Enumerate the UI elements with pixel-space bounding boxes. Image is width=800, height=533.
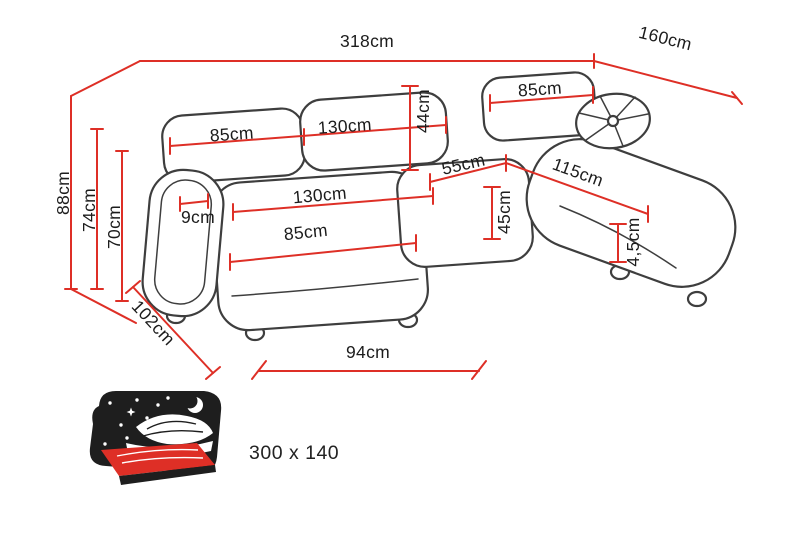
dim-ticks	[125, 280, 221, 380]
mattress-surface	[101, 443, 215, 476]
dim-label-armrest-width: 9cm	[181, 207, 215, 227]
dim-ticks	[169, 116, 447, 155]
chaise-longue	[525, 138, 737, 288]
dim-armrest-height: 70cm	[104, 150, 129, 302]
seat-seam	[231, 278, 419, 297]
dim-seat-width: 130cm	[232, 183, 434, 221]
dim-back-cushion-right: 85cm	[489, 77, 594, 112]
dim-chaise-depth: 160cm	[593, 22, 743, 105]
dim-leg-height: 4,5cm	[609, 217, 643, 267]
bolster-pillow	[575, 92, 651, 150]
dim-label-back-cushion-right: 85cm	[517, 77, 562, 100]
mattress-front-edge	[119, 465, 216, 485]
dim-label-armrest-height: 70cm	[104, 205, 124, 249]
dim-total-width: 318cm	[139, 31, 595, 69]
dim-back-cushions: 85cm 130cm	[169, 114, 447, 155]
dim-label-leg-height: 4,5cm	[623, 217, 643, 266]
dim-label-seat-width: 130cm	[292, 183, 348, 208]
dim-seat-height: 45cm	[483, 186, 514, 240]
sofa-foot	[686, 290, 708, 308]
dim-ticks	[229, 234, 417, 271]
sofa-drawing	[141, 71, 737, 342]
dim-label-total-width: 318cm	[340, 31, 394, 51]
dim-tick	[731, 91, 743, 105]
dim-back-cushion-height: 44cm	[401, 85, 433, 171]
dim-line-chaise-depth	[593, 60, 738, 99]
dim-label-chaise-depth: 160cm	[637, 22, 694, 54]
dim-label-front-width: 94cm	[346, 342, 390, 362]
dim-ticks	[232, 187, 434, 221]
dim-label-back-cushion-height: 44cm	[413, 89, 433, 133]
dim-armrest-width: 9cm	[179, 193, 215, 227]
dim-ticks	[489, 86, 594, 112]
dim-line-seat-width	[232, 195, 434, 213]
dim-line-side-depth	[132, 286, 214, 374]
dim-ticks	[179, 193, 209, 212]
dim-front-width: 94cm	[251, 342, 487, 380]
dim-label-back-cushion-middle: 130cm	[317, 114, 372, 138]
dim-ticks	[429, 154, 649, 223]
armrest-left	[141, 168, 225, 318]
mattress-fold-line	[116, 448, 199, 457]
dim-backrest-height: 74cm	[79, 128, 104, 290]
dim-ticks	[483, 186, 501, 240]
stars-icon	[103, 396, 170, 446]
moon-cutout	[182, 393, 198, 409]
dim-label-backrest-height: 74cm	[79, 188, 99, 232]
dim-connector	[70, 60, 141, 97]
dim-seat-depth: 85cm	[229, 220, 417, 271]
sofa-bed-icon	[89, 390, 222, 485]
dim-label-back-cushion-left: 85cm	[209, 122, 254, 145]
dim-connector	[70, 288, 137, 324]
dim-ticks	[90, 128, 104, 290]
dim-line-seat-depth	[229, 242, 417, 263]
armrest-inner-contour	[153, 179, 213, 305]
mattress-fold-line	[121, 456, 204, 464]
dim-ticks	[115, 150, 129, 302]
dim-line-back-cushion-right	[489, 94, 594, 104]
bolster-button	[606, 114, 620, 128]
dim-ticks	[609, 223, 627, 263]
dim-overall-height: 88cm	[53, 60, 141, 324]
dim-line-back-cushions	[169, 124, 447, 147]
dim-ticks	[251, 360, 487, 380]
dim-label-seat-depth: 85cm	[283, 220, 329, 244]
dim-line-armrest-width	[179, 200, 209, 205]
dim-ticks	[401, 85, 419, 171]
dim-label-overall-height: 88cm	[53, 171, 73, 215]
bolster-pleats	[578, 95, 649, 147]
dim-label-seat-height: 45cm	[494, 190, 514, 234]
sleeping-area-size-label: 300 x 140	[249, 442, 339, 464]
